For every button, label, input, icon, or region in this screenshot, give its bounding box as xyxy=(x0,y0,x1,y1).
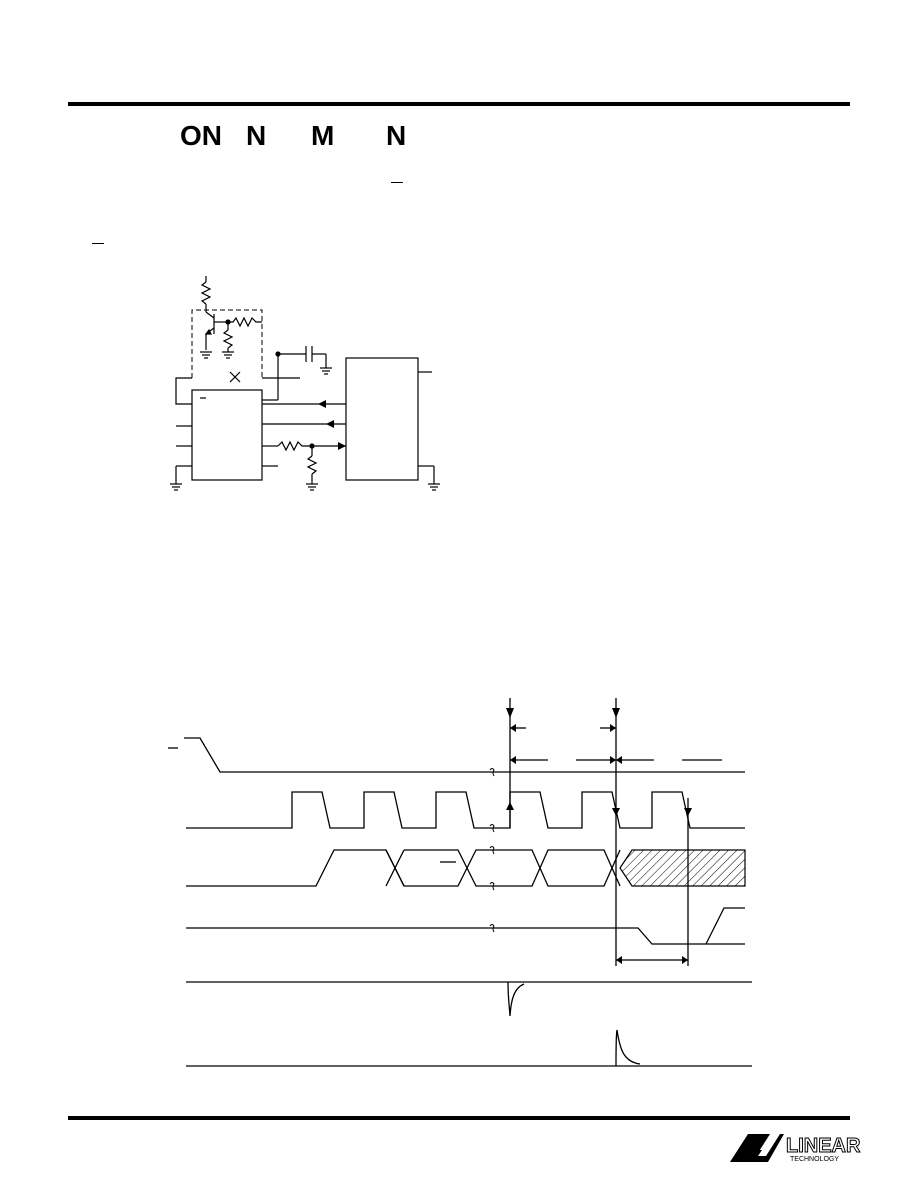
overbar-1 xyxy=(391,182,403,183)
heading-fragment-4: N xyxy=(386,120,407,151)
svg-text:TECHNOLOGY: TECHNOLOGY xyxy=(790,1156,839,1163)
heading-fragment-1: ON xyxy=(180,120,222,151)
header-rule xyxy=(68,102,850,106)
footer-rule xyxy=(68,1116,850,1120)
heading-fragment-2: N xyxy=(246,120,267,151)
heading-fragment-3: M xyxy=(311,120,335,151)
overbar-2 xyxy=(92,243,104,244)
svg-text:LINEAR: LINEAR xyxy=(786,1135,861,1157)
